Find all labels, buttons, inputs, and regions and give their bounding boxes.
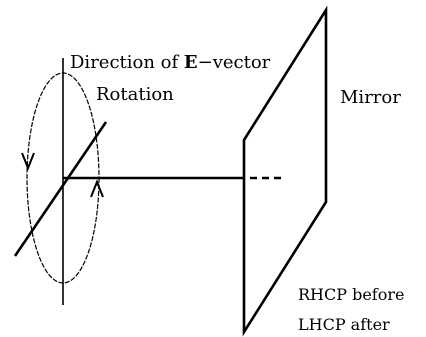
direction-suffix-text: −vector [197,52,271,73]
mirror-plane [242,5,328,337]
lhcp-after-label: LHCP after [298,315,390,334]
rotation-label: Rotation [96,84,174,105]
mirror-label: Mirror [340,87,401,108]
direction-of-e-vector-label: Direction of E−vector [70,54,270,72]
direction-prefix-text: Direction of [70,52,184,73]
e-vector-line [13,121,108,257]
rotation-arrow-up-icon [90,179,104,198]
rotation-arrow-down-icon [21,152,35,171]
rhcp-before-label: RHCP before [298,285,405,304]
e-bold-text: E [183,52,198,73]
